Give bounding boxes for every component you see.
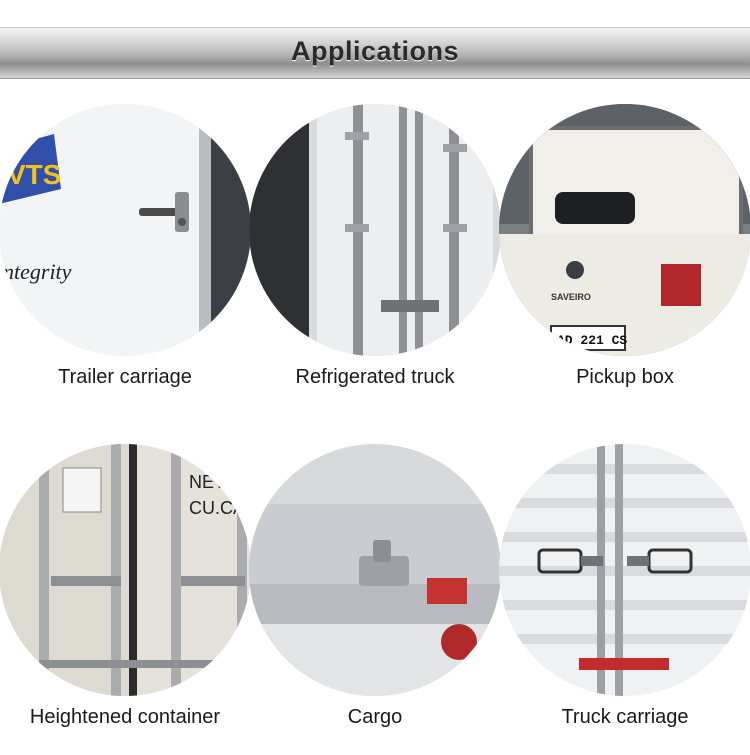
cargo-label: Cargo [347, 706, 403, 728]
container-capacity-text: CU.CAP. [189, 498, 251, 518]
cargo-photo [249, 444, 501, 696]
refrigerated-truck-label: Refrigerated truck [295, 366, 455, 388]
page-title: Applications [290, 36, 459, 66]
trailer-carriage-photo: VTS ntegrity [0, 104, 251, 356]
trailer-brand-text: VTS [7, 159, 61, 190]
trailer-carriage-label: Trailer carriage [58, 366, 192, 388]
trailer-slogan-text: ntegrity [3, 259, 72, 284]
pickup-plate-text: AD 221 CS [557, 333, 627, 348]
truck-carriage-photo [499, 444, 750, 696]
heightened-container-photo: NET. CU.CAP. [0, 444, 251, 696]
header-banner: Applications [0, 27, 750, 79]
pickup-model-text: SAVEIRO [551, 292, 591, 302]
container-net-text: NET. [189, 472, 228, 492]
pickup-box-photo: SAVEIRO AD 221 CS [499, 104, 750, 356]
heightened-container-label: Heightened container [29, 706, 221, 728]
refrigerated-truck-photo [249, 104, 501, 356]
pickup-box-label: Pickup box [576, 366, 674, 388]
truck-carriage-label: Truck carriage [561, 706, 689, 728]
